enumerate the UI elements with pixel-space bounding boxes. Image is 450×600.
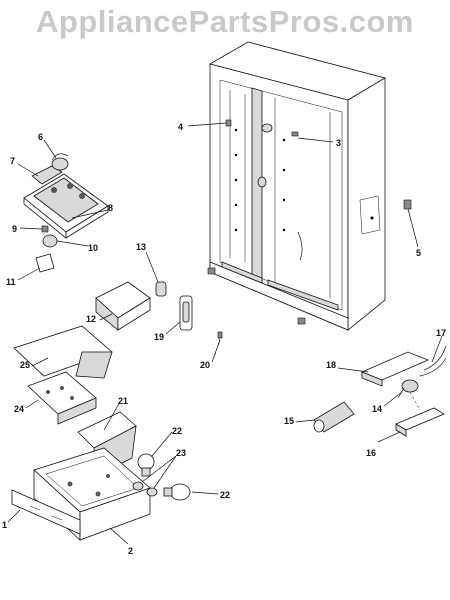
callout-19: 19: [154, 332, 164, 342]
callout-20: 20: [200, 360, 210, 370]
callout-3: 3: [336, 138, 341, 148]
water-filter-assembly: [295, 335, 447, 443]
callout-13: 13: [136, 242, 146, 252]
callout-12: 12: [86, 314, 96, 324]
callout-4: 4: [178, 122, 183, 132]
callout-14: 14: [372, 404, 382, 414]
callout-6: 6: [38, 132, 43, 142]
callout-11: 11: [6, 277, 16, 287]
callout-22-bottom: 22: [220, 490, 230, 500]
callout-2: 2: [128, 546, 133, 556]
callout-25: 25: [20, 360, 30, 370]
callout-23: 23: [176, 448, 186, 458]
watermark: AppliancePartsPros.com: [36, 4, 414, 39]
dispenser-group: [7, 325, 219, 545]
callout-21: 21: [118, 396, 128, 406]
callout-17: 17: [436, 328, 446, 338]
part-20: [211, 331, 223, 363]
part-5: [403, 199, 419, 248]
callout-labels: 1 2 3 4 5 6 7 8 9 10 11 12 13 14 15 16 1…: [2, 122, 446, 556]
callout-8: 8: [108, 203, 113, 213]
callout-1: 1: [2, 520, 7, 530]
part-4: [187, 119, 232, 127]
callout-24: 24: [14, 404, 24, 414]
part-12: [95, 281, 151, 331]
part-3: [291, 131, 334, 143]
callout-9: 9: [12, 224, 17, 234]
callout-7: 7: [10, 156, 15, 166]
callout-16: 16: [366, 448, 376, 458]
callout-18: 18: [326, 360, 336, 370]
part-19: [165, 295, 193, 335]
callout-22-top: 22: [172, 426, 182, 436]
callout-5: 5: [416, 248, 421, 258]
part-13: [145, 251, 167, 297]
callout-10: 10: [88, 243, 98, 253]
cabinet: [207, 41, 387, 331]
ice-maker-assembly: [17, 139, 109, 281]
shelf-rails: [234, 128, 286, 232]
callout-15: 15: [284, 416, 294, 426]
